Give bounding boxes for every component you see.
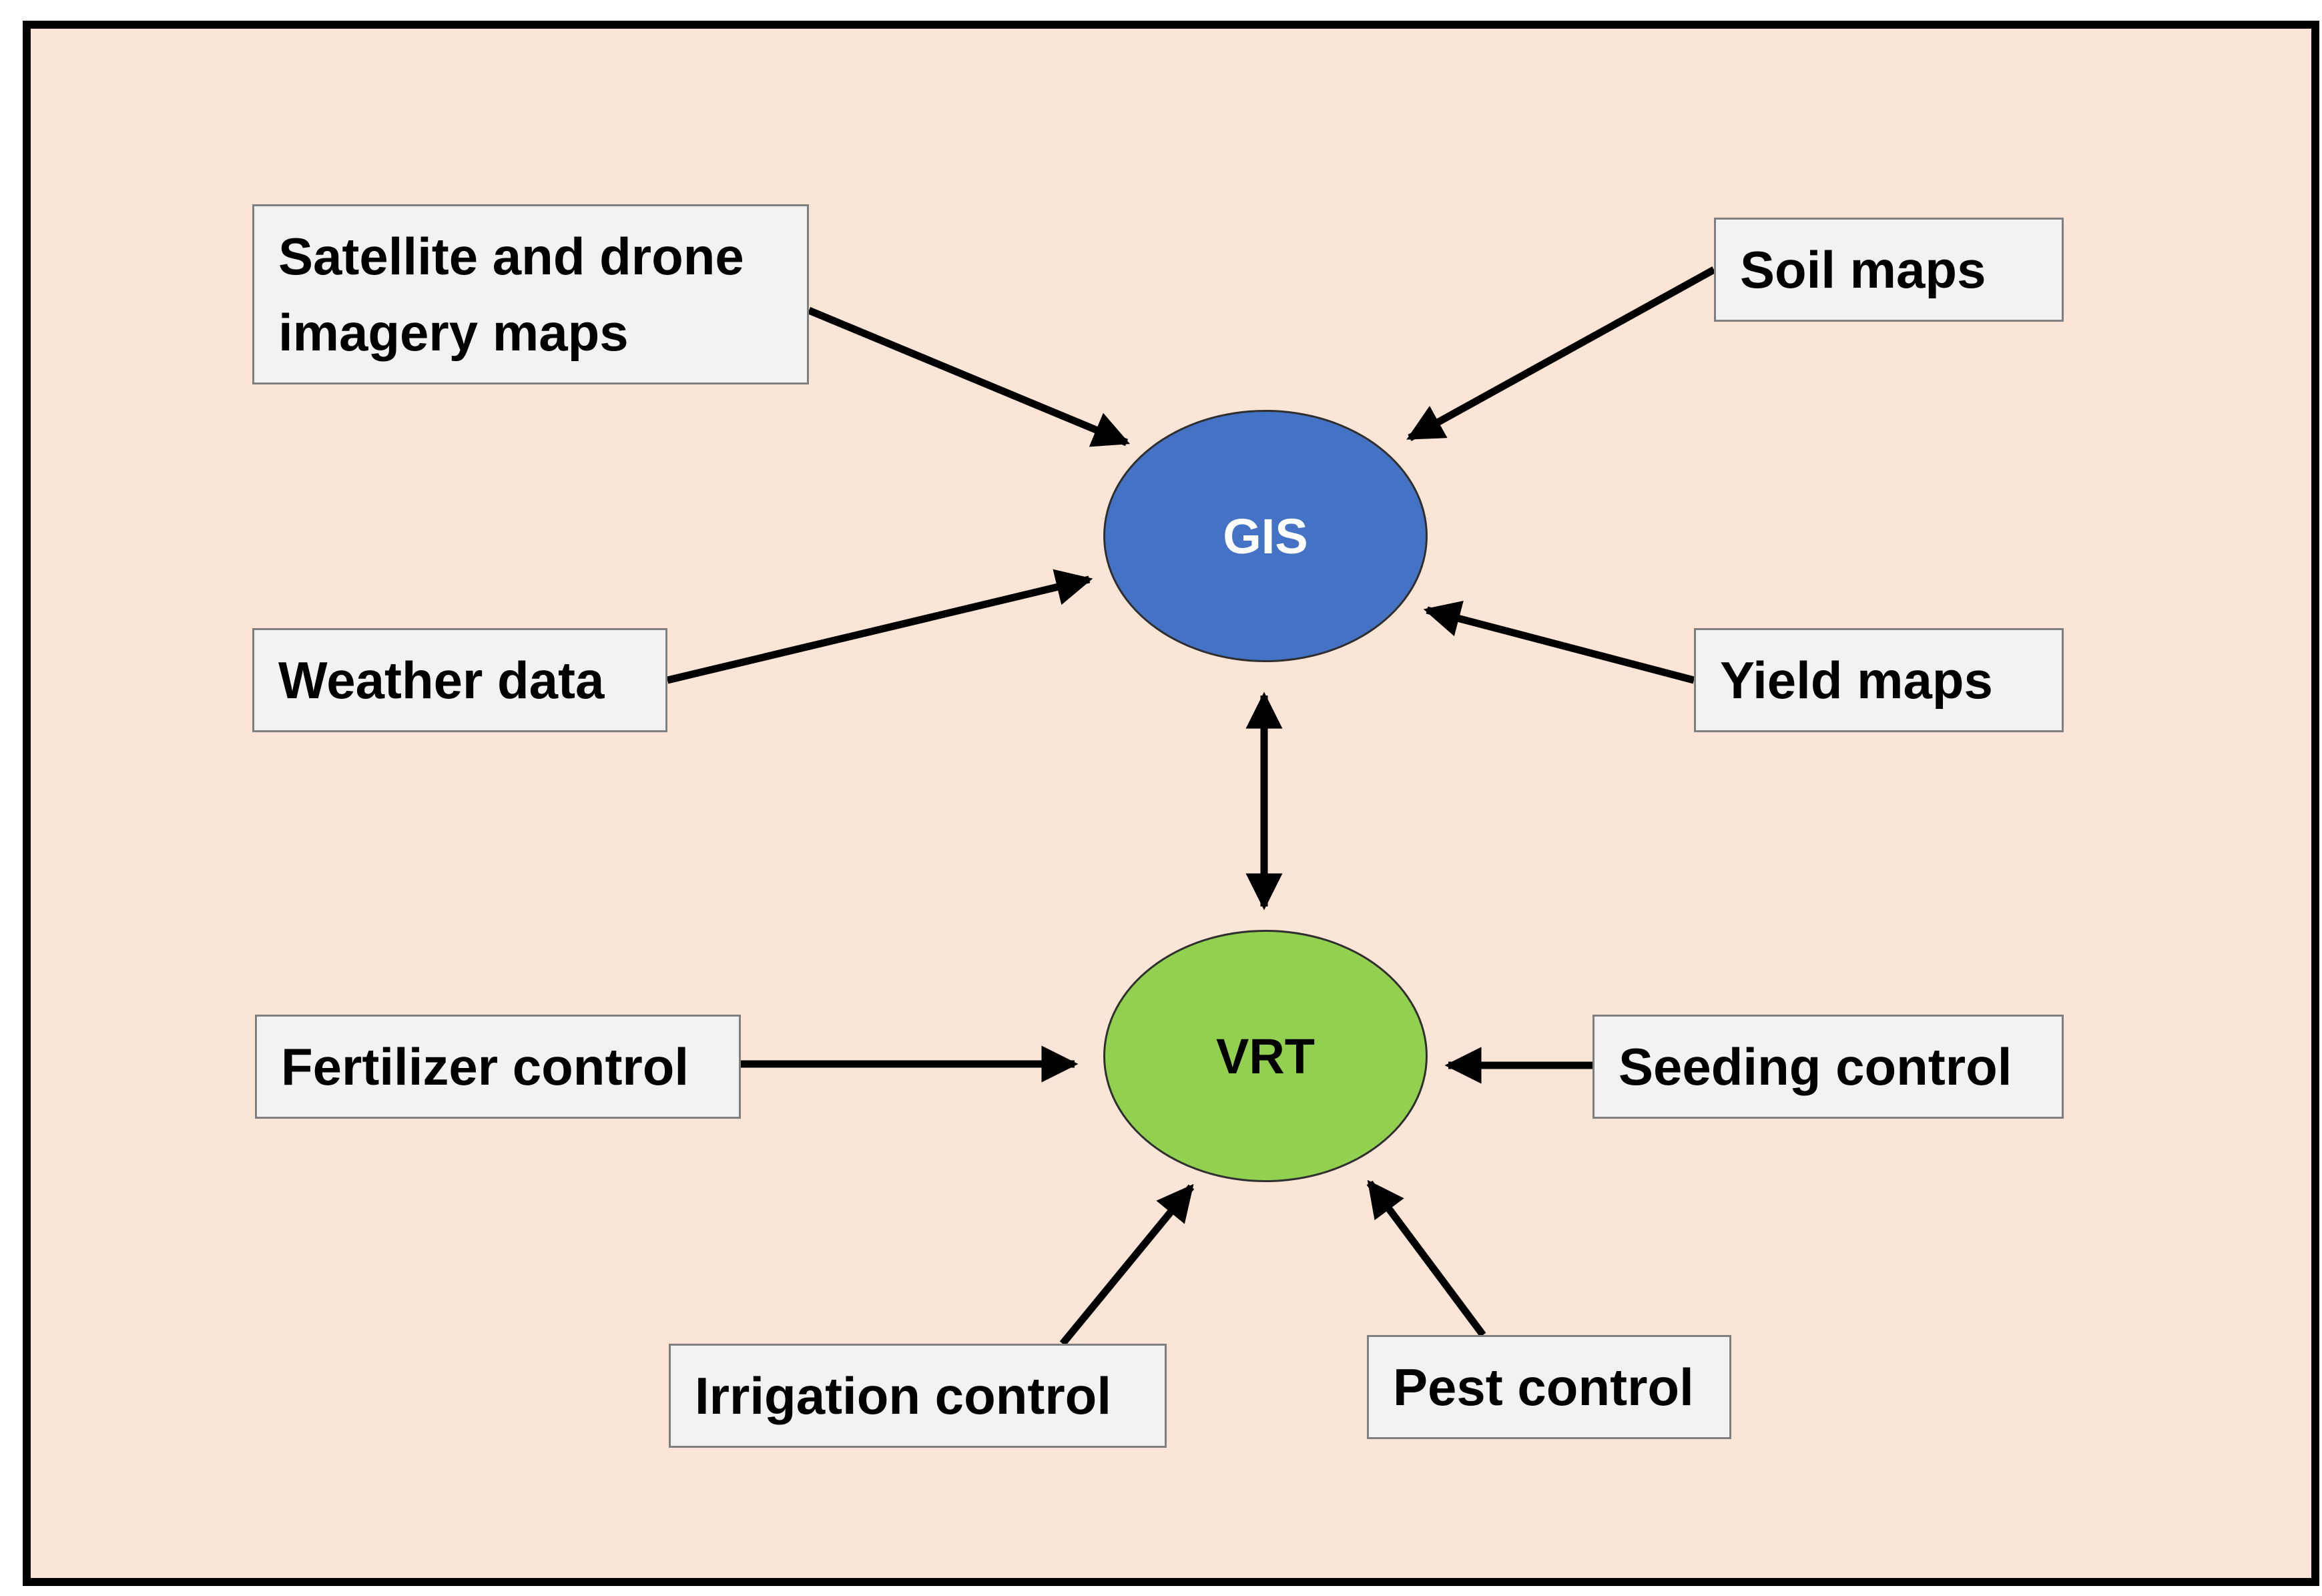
fertilizer-control-label: Fertilizer control — [281, 1037, 689, 1096]
soil-maps-label: Soil maps — [1740, 240, 1986, 299]
gis-node: GIS — [1103, 410, 1428, 662]
seeding-control-box: Seeding control — [1592, 1015, 2064, 1119]
arrow-pest-to-vrt — [1366, 1179, 1486, 1338]
irrigation-control-label: Irrigation control — [695, 1366, 1111, 1425]
vrt-node: VRT — [1103, 930, 1428, 1182]
pest-control-box: Pest control — [1367, 1335, 1731, 1439]
irrigation-control-box: Irrigation control — [669, 1344, 1167, 1448]
gis-label: GIS — [1223, 508, 1308, 564]
arrow-soil-to-gis — [1406, 266, 1716, 441]
arrow-irrigation-to-vrt — [1059, 1183, 1195, 1346]
weather-data-box: Weather data — [252, 628, 667, 732]
vrt-label: VRT — [1216, 1028, 1315, 1084]
pest-control-label: Pest control — [1393, 1358, 1694, 1416]
satellite-drone-imagery-box: Satellite and drone imagery maps — [252, 204, 809, 384]
arrow-satellite-to-gis — [807, 306, 1131, 447]
arrow-yield-to-gis — [1423, 600, 1695, 684]
fertilizer-control-box: Fertilizer control — [255, 1015, 741, 1119]
yield-maps-box: Yield maps — [1694, 628, 2064, 732]
arrow-weather-to-gis — [666, 569, 1093, 684]
satellite-drone-imagery-label: Satellite and drone imagery maps — [278, 227, 744, 362]
weather-data-label: Weather data — [278, 651, 605, 710]
seeding-control-label: Seeding control — [1619, 1037, 2012, 1096]
yield-maps-label: Yield maps — [1720, 651, 1993, 710]
soil-maps-box: Soil maps — [1714, 218, 2064, 322]
